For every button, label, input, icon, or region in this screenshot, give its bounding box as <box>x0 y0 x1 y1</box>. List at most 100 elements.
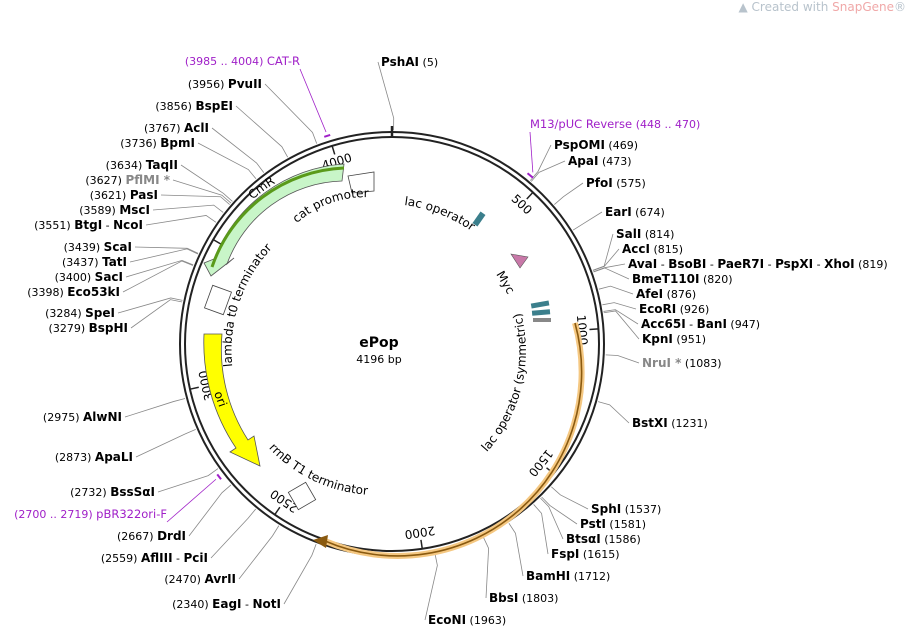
ori-arrow <box>203 333 261 467</box>
site-leader-sali <box>592 233 614 271</box>
site-label-eco53ki[interactable]: (3398) Eco53kI <box>27 285 120 299</box>
tick-3000 <box>189 386 199 390</box>
site-label-bspei[interactable]: (3856) BspEI <box>155 99 233 113</box>
site-leader-acci <box>592 248 620 271</box>
site-leader-pflmi <box>172 179 232 204</box>
site-label-apali[interactable]: (2873) ApaLI <box>55 450 133 464</box>
site-label-eari[interactable]: EarI (674) <box>605 205 665 219</box>
tick-3500 <box>212 238 222 245</box>
site-label-acli[interactable]: (3767) AclI <box>144 121 209 135</box>
ori-label: ori <box>211 389 229 408</box>
site-label-btgi[interactable]: (3551) BtgI - NcoI <box>34 218 143 232</box>
site-label-saci[interactable]: (3400) SacI <box>55 270 123 284</box>
site-label-drdi[interactable]: (2667) DrdI <box>117 529 186 543</box>
site-leader-bstxi <box>597 401 630 424</box>
site-label-kpni[interactable]: KpnI (951) <box>642 332 706 346</box>
site-label-btsai[interactable]: BtsαI (1586) <box>566 532 641 546</box>
site-leader-kpni <box>603 310 640 340</box>
site-label-pvuii[interactable]: (3956) PvuII <box>188 77 262 91</box>
site-leader-tati <box>129 248 199 263</box>
site-leader-aflIII <box>210 508 257 559</box>
site-leader-avrii <box>238 525 280 580</box>
primer-label-catr[interactable]: (3985 .. 4004) CAT-R <box>185 54 300 68</box>
site-label-spei[interactable]: (3284) SpeI <box>45 306 115 320</box>
site-label-avrii[interactable]: (2470) AvrII <box>164 572 236 586</box>
cat-promoter-label: cat promoter <box>290 186 369 225</box>
site-leader-taqii <box>180 164 233 202</box>
site-leader-eco53ki <box>122 260 194 293</box>
site-label-acc65i[interactable]: Acc65I - BanI (947) <box>641 317 760 331</box>
site-leader-bsssai <box>157 468 219 493</box>
primer-label-m13[interactable]: M13/pUC Reverse (448 .. 470) <box>530 117 700 131</box>
feature-orange-arc[interactable]: lac operator (symmetric) <box>313 312 585 559</box>
site-leader-fspi <box>533 504 549 555</box>
site-leader-btgi <box>145 215 217 226</box>
site-label-sali[interactable]: SalI (814) <box>616 227 674 241</box>
site-label-ecori[interactable]: EcoRI (926) <box>639 302 709 316</box>
feature-myc[interactable]: Myc <box>493 253 529 296</box>
site-label-bpmi[interactable]: (3736) BpmI <box>120 136 195 150</box>
site-leader-msci <box>152 204 224 213</box>
site-leader-eari <box>572 211 603 231</box>
site-leader-alwni <box>124 398 186 418</box>
site-label-taqii[interactable]: (3634) TaqII <box>106 158 178 172</box>
site-label-bstxi[interactable]: BstXI (1231) <box>632 416 708 430</box>
site-label-fspi[interactable]: FspI (1615) <box>551 547 619 561</box>
cmr-selection <box>210 166 345 268</box>
tick-4000 <box>331 145 336 155</box>
feature-ori[interactable]: ori <box>203 333 261 467</box>
site-label-psti[interactable]: PstI (1581) <box>580 517 646 531</box>
feature-cmr[interactable]: CmR <box>203 163 345 277</box>
site-leader-scai <box>134 246 199 254</box>
site-leader-pspomi <box>529 144 552 181</box>
site-leader-bmet110i <box>593 267 630 280</box>
plasmid-name: ePop <box>359 335 398 351</box>
site-leader-saci <box>125 259 194 278</box>
site-label-bsphi[interactable]: (3279) BspHI <box>49 321 128 335</box>
site-label-tati[interactable]: (3437) TatI <box>62 255 127 269</box>
site-label-scai[interactable]: (3439) ScaI <box>64 240 132 254</box>
site-label-pspomi[interactable]: PspOMI (469) <box>554 138 638 152</box>
site-label-pflmi[interactable]: (3627) PflMI * <box>85 173 170 187</box>
site-leader-bbsi <box>483 537 490 599</box>
tick-500 <box>526 191 534 200</box>
primer-mark-catr <box>323 133 331 138</box>
restriction-sites: PshAI (5) PspOMI (469) ApaI (473) PfoI (575… <box>27 55 887 627</box>
lac-op-box-1 <box>530 300 550 309</box>
site-label-bbsi[interactable]: BbsI (1803) <box>489 591 558 605</box>
site-label-acci[interactable]: AccI (815) <box>622 242 683 256</box>
watermark-icon: ▲ <box>738 0 748 14</box>
site-label-pfoi[interactable]: PfoI (575) <box>586 176 646 190</box>
feature-lac-operator-boxes <box>530 300 551 322</box>
feature-lac-operator[interactable]: lac operator <box>404 194 486 234</box>
site-leader-bamhi <box>508 523 524 577</box>
myc-box <box>510 253 529 269</box>
site-label-apai[interactable]: ApaI (473) <box>568 154 632 168</box>
site-label-pasi[interactable]: (3621) PasI <box>90 188 158 202</box>
site-label-aflIII[interactable]: (2559) AflIII - PciI <box>101 551 208 565</box>
lac-op-box-3 <box>533 318 551 322</box>
site-label-msci[interactable]: (3589) MscI <box>79 203 150 217</box>
lac-op-box-2 <box>531 309 551 316</box>
cat-promoter-box <box>347 171 375 194</box>
site-label-sphi[interactable]: SphI (1537) <box>591 502 661 516</box>
site-leader-bsphi <box>130 299 183 329</box>
site-label-eagi[interactable]: (2340) EagI - NotI <box>172 597 281 611</box>
tick-label-2000: 2000 <box>404 523 436 541</box>
site-label-econi[interactable]: EcoNI (1963) <box>428 613 506 627</box>
site-label-nrui[interactable]: NruI * (1083) <box>642 356 722 370</box>
primer-mark-m13 <box>526 172 534 179</box>
primers: (3985 .. 4004) CAT-R M13/pUC Reverse (448… <box>14 54 700 523</box>
site-label-alwni[interactable]: (2975) AlwNI <box>43 410 122 424</box>
site-label-bamhi[interactable]: BamHI (1712) <box>526 569 610 583</box>
primer-label-pbr[interactable]: (2700 .. 2719) pBR322ori-F <box>14 507 167 521</box>
site-leader-bspei <box>235 105 289 158</box>
site-leader-sphi <box>551 486 589 510</box>
site-label-pshai[interactable]: PshAI (5) <box>381 55 438 69</box>
site-label-bmet110i[interactable]: BmeT110I (820) <box>632 272 733 286</box>
tick-2000 <box>420 539 424 549</box>
site-label-bsssai[interactable]: (2732) BssSαI <box>70 485 155 499</box>
site-label-avai[interactable]: AvaI - BsoBI - PaeR7I - PspXI - XhoI (81… <box>628 257 888 271</box>
site-label-afei[interactable]: AfeI (876) <box>636 287 696 301</box>
orange-arc-head <box>313 535 328 548</box>
